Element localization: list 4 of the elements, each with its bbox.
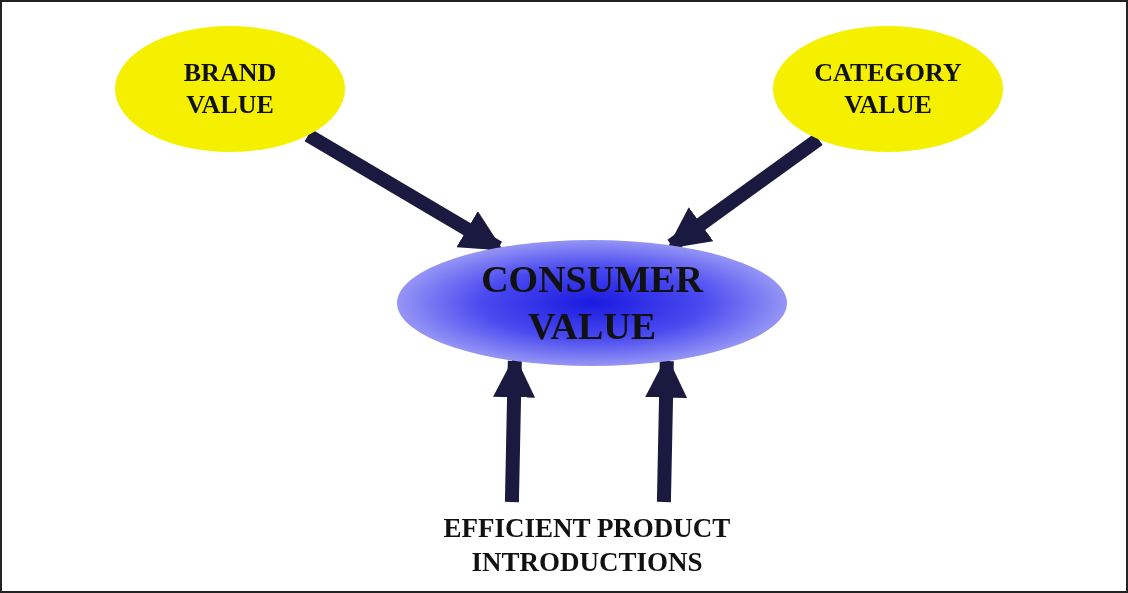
node-label: CATEGORY VALUE [813,56,963,121]
node-label: CONSUMER VALUE [480,256,705,349]
node-label: BRAND VALUE [182,56,278,121]
node-label: EFFICIENT PRODUCT INTRODUCTIONS [442,512,732,579]
